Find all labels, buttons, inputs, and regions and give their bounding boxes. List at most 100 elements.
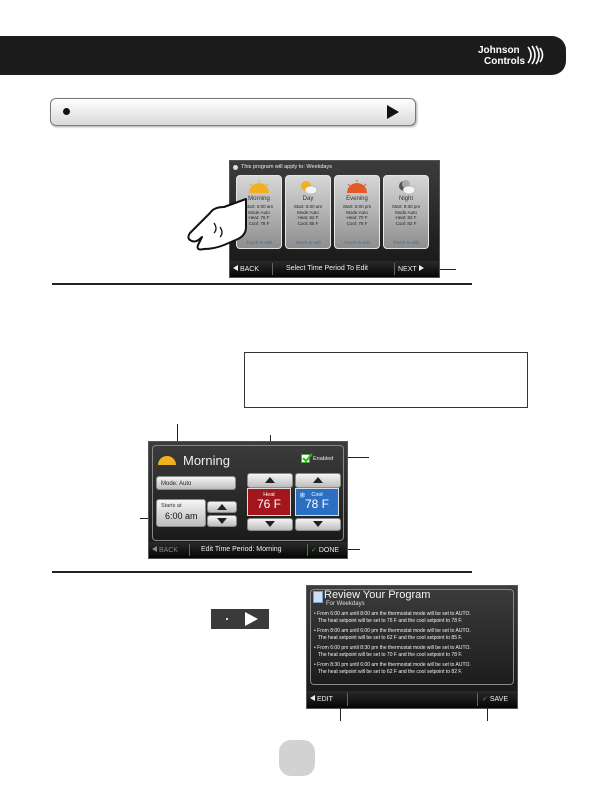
edit-button[interactable]: EDIT xyxy=(310,695,333,703)
menu-path-bar xyxy=(50,98,416,126)
divider xyxy=(307,544,308,556)
arrow-button-graphic xyxy=(211,609,269,629)
check-icon: ✓ xyxy=(482,696,488,703)
period-cool: Cool: 78 F xyxy=(346,220,368,226)
next-label: NEXT xyxy=(398,266,417,273)
period-info: Start: 6:00 am Mode:Auto Heat: 76 F Cool… xyxy=(237,204,281,226)
edit-title: Morning xyxy=(183,453,230,468)
play-arrow-icon xyxy=(245,612,258,626)
section-divider xyxy=(52,571,472,573)
period-info: Start: 8:30 pm Mode:Auto Heat: 62 F Cool… xyxy=(384,204,428,226)
back-button[interactable]: BACK xyxy=(152,546,178,554)
page-number-tab xyxy=(279,740,315,776)
bullet-icon xyxy=(63,108,70,115)
cool-up-button[interactable] xyxy=(295,473,341,488)
callout-line-save xyxy=(487,707,488,721)
heat-down-button[interactable] xyxy=(247,518,293,531)
enabled-label: Enabled xyxy=(313,456,334,462)
save-label: SAVE xyxy=(489,696,508,703)
start-time-down-button[interactable] xyxy=(207,515,237,527)
divider xyxy=(394,263,395,275)
period-start: Start: 6:00 am xyxy=(244,204,274,209)
period-heat: Heat: 62 F xyxy=(297,215,319,220)
period-mode: Mode:Auto xyxy=(346,209,368,215)
review-line: The heat setpoint will be set to 70 F an… xyxy=(318,651,463,658)
cool-setpoint: ❄ Cool 78 F xyxy=(295,488,339,516)
done-button[interactable]: ✓ DONE xyxy=(311,546,339,554)
arrow-down-icon xyxy=(313,521,323,527)
next-arrow-icon xyxy=(418,265,424,271)
review-list: • From 6:00 am until 8:00 am the thermos… xyxy=(314,611,512,675)
edit-bottom-bar: BACK Edit Time Period: Morning ✓ DONE xyxy=(149,542,347,558)
sun-cloud-icon xyxy=(301,181,318,195)
review-line: The heat setpoint will be set to 62 F an… xyxy=(318,634,463,641)
divider xyxy=(189,544,190,556)
back-button[interactable]: BACK xyxy=(233,265,259,273)
edit-panel xyxy=(152,445,344,541)
moon-cloud-icon xyxy=(399,180,416,195)
cool-value: 78 F xyxy=(304,497,329,511)
period-info: Start: 6:00 pm Mode:Auto Heat: 70 F Cool… xyxy=(335,204,379,226)
period-heat: Heat: 76 F xyxy=(248,215,270,220)
callout-line-enabled xyxy=(341,457,369,458)
start-time-value: 6:00 am xyxy=(165,511,198,521)
period-name: Morning xyxy=(248,196,270,202)
review-line: • From 8:00 am until 6:00 pm the thermos… xyxy=(314,628,471,634)
period-name: Day xyxy=(302,196,314,202)
sunset-icon xyxy=(347,180,367,193)
review-title: Review Your Program xyxy=(324,589,431,601)
review-screen: Review Your Program For Weekdays • From … xyxy=(306,585,518,709)
heat-value: 76 F xyxy=(256,497,281,511)
review-line: • From 8:30 pm until 6:00 am the thermos… xyxy=(314,662,471,668)
enabled-checkbox[interactable] xyxy=(301,453,313,463)
next-button[interactable]: NEXT xyxy=(398,265,424,273)
review-line: • From 6:00 pm until 8:30 pm the thermos… xyxy=(314,645,471,651)
back-label: BACK xyxy=(239,266,260,273)
callout-line-done xyxy=(346,549,360,550)
callout-line xyxy=(440,269,456,270)
calendar-icon xyxy=(313,591,323,603)
review-item: • From 6:00 am until 8:00 am the thermos… xyxy=(314,611,512,624)
touch-to-edit: Touch to edit xyxy=(246,240,272,245)
starts-label: Starts at xyxy=(161,503,182,509)
period-cool: Cool: 85 F xyxy=(297,220,319,226)
bullet-icon xyxy=(226,618,228,620)
mode-field[interactable]: Mode: Auto xyxy=(156,476,236,490)
review-line: The heat setpoint will be set to 76 F an… xyxy=(318,617,463,624)
back-label: BACK xyxy=(158,547,179,554)
review-item: • From 8:00 am until 6:00 pm the thermos… xyxy=(314,628,512,641)
period-card-morning[interactable]: Morning Start: 6:00 am Mode:Auto Heat: 7… xyxy=(236,175,282,249)
divider xyxy=(347,693,348,706)
section-divider xyxy=(52,283,472,285)
save-button[interactable]: ✓ SAVE xyxy=(482,695,508,703)
heat-setpoint: Heat 76 F xyxy=(247,488,291,516)
arrow-down-icon xyxy=(217,518,227,524)
touch-to-edit: Touch to edit xyxy=(393,240,419,245)
back-arrow-icon xyxy=(152,546,157,552)
arrow-down-icon xyxy=(265,521,275,527)
arrow-up-icon xyxy=(265,477,275,483)
edit-label: EDIT xyxy=(316,696,333,703)
snowflake-icon: ❄ xyxy=(299,491,306,500)
johnson-controls-logo-icon xyxy=(527,45,544,65)
schedule-bottom-bar: BACK Select Time Period To Edit NEXT xyxy=(230,261,439,277)
period-name: Evening xyxy=(346,196,368,202)
header-band xyxy=(0,36,566,75)
touch-to-edit: Touch to edit xyxy=(344,240,370,245)
pointing-hand-icon xyxy=(187,198,247,251)
info-icon xyxy=(233,165,238,170)
period-card-night[interactable]: Night Start: 8:30 pm Mode:Auto Heat: 62 … xyxy=(383,175,429,249)
sunrise-icon xyxy=(158,456,176,465)
start-time-up-button[interactable] xyxy=(207,501,237,513)
sunrise-icon xyxy=(249,180,269,193)
cool-down-button[interactable] xyxy=(295,518,341,531)
period-card-evening[interactable]: Evening Start: 6:00 pm Mode:Auto Heat: 7… xyxy=(334,175,380,249)
back-arrow-icon xyxy=(310,695,315,701)
period-start: Start: 8:30 pm xyxy=(391,204,421,209)
period-heat: Heat: 70 F xyxy=(346,215,368,220)
period-card-day[interactable]: Day Start: 8:00 am Mode:Auto Heat: 62 F … xyxy=(285,175,331,249)
touch-to-edit: Touch to edit xyxy=(295,240,321,245)
heat-up-button[interactable] xyxy=(247,473,293,488)
divider xyxy=(477,693,478,706)
start-time-field[interactable]: Starts at 6:00 am xyxy=(156,499,206,527)
